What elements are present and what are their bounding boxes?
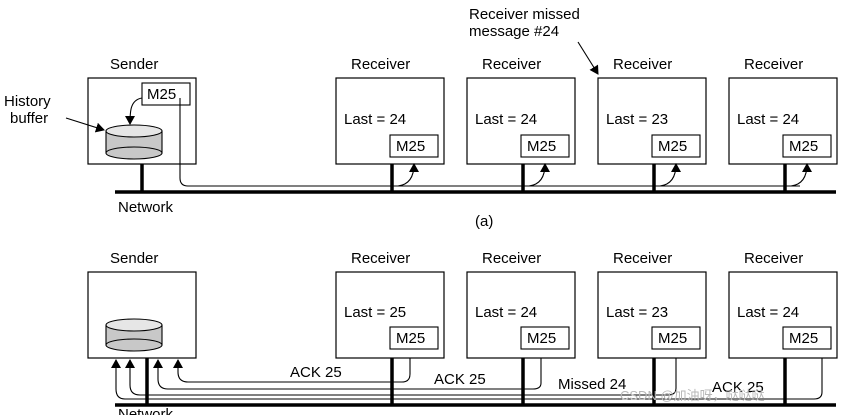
receiver-title: Receiver xyxy=(482,56,541,73)
feedback-line-1 xyxy=(173,348,411,383)
sender-message-tag-text: M25 xyxy=(147,86,176,103)
message-tag: M25 xyxy=(527,138,556,155)
sender-message-tag xyxy=(141,82,191,106)
panel-b: Sender Network Receiver Last = 25 M25 xyxy=(87,250,838,415)
network-label-b: Network xyxy=(118,406,174,415)
history-buffer-icon xyxy=(105,124,163,160)
message-tag: M25 xyxy=(396,138,425,155)
message-tag: M25 xyxy=(658,330,687,347)
last-seq: Last = 23 xyxy=(606,111,668,128)
feedback-label-2: ACK 25 xyxy=(434,371,486,388)
message-tag: M25 xyxy=(789,138,818,155)
receiver-title: Receiver xyxy=(613,56,672,73)
callout-arrow xyxy=(577,41,599,75)
callout-line-2: message #24 xyxy=(469,23,559,40)
receiver-title: Receiver xyxy=(613,250,672,267)
last-seq: Last = 24 xyxy=(737,304,799,321)
sender-label-b: Sender xyxy=(110,250,158,267)
store-arrow xyxy=(125,97,143,125)
feedback-line-2 xyxy=(153,348,542,390)
feedback-label-1: ACK 25 xyxy=(290,364,342,381)
network-label-a: Network xyxy=(118,199,174,216)
feedback-label-4: ACK 25 xyxy=(712,379,764,396)
callout-line-1: Receiver missed xyxy=(469,6,580,23)
receiver-a-2: Receiver Last = 24 M25 xyxy=(466,56,576,192)
panel-a: Sender M25 History buffer Receiver misse… xyxy=(4,6,838,230)
message-tag: M25 xyxy=(527,330,556,347)
receiver-title: Receiver xyxy=(744,250,803,267)
receiver-a-3: Receiver Last = 23 M25 xyxy=(597,56,707,192)
receiver-a-1: Receiver Last = 24 M25 xyxy=(335,56,445,192)
history-label-1: History xyxy=(4,93,51,110)
caption-a: (a) xyxy=(475,213,493,230)
feedback-line-3 xyxy=(125,348,677,396)
last-seq: Last = 25 xyxy=(344,304,406,321)
receiver-b-3: Receiver Last = 23 M25 xyxy=(597,250,707,405)
multicast-path xyxy=(179,98,800,187)
last-seq: Last = 24 xyxy=(475,111,537,128)
message-tag: M25 xyxy=(658,138,687,155)
receiver-title: Receiver xyxy=(744,56,803,73)
receiver-title: Receiver xyxy=(351,250,410,267)
receiver-a-4: Receiver Last = 24 M25 xyxy=(728,56,838,192)
last-seq: Last = 24 xyxy=(475,304,537,321)
receiver-title: Receiver xyxy=(482,250,541,267)
feedback-label-3: Missed 24 xyxy=(558,376,626,393)
receiver-b-4: Receiver Last = 24 M25 xyxy=(728,250,838,405)
watermark: CSDN @加油呀，哒哒哒 xyxy=(620,388,765,403)
last-seq: Last = 24 xyxy=(344,111,406,128)
receiver-title: Receiver xyxy=(351,56,410,73)
receiver-b-2: Receiver Last = 24 M25 xyxy=(466,250,576,405)
history-pointer-arrow xyxy=(65,117,105,133)
message-tag: M25 xyxy=(789,330,818,347)
sender-label: Sender xyxy=(110,56,158,73)
last-seq: Last = 24 xyxy=(737,111,799,128)
receiver-b-1: Receiver Last = 25 M25 xyxy=(335,250,445,405)
feedback-line-4 xyxy=(111,348,823,400)
message-tag: M25 xyxy=(396,330,425,347)
last-seq: Last = 23 xyxy=(606,304,668,321)
history-buffer-icon xyxy=(105,318,163,352)
history-label-2: buffer xyxy=(10,110,48,127)
